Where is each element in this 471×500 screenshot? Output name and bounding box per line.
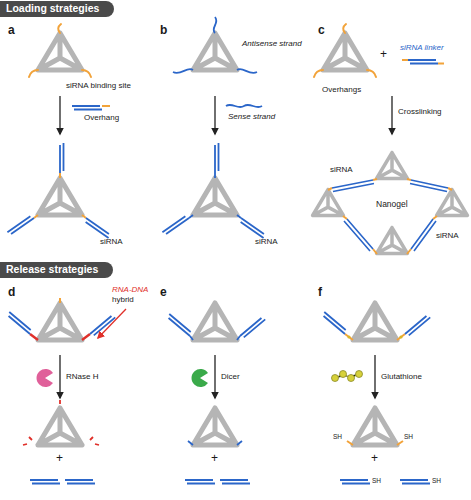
part-label: Overhangs — [322, 86, 361, 95]
part-label: siRNA — [330, 166, 353, 175]
part-label: RNase H — [66, 373, 98, 382]
part-label: Dicer — [221, 373, 240, 382]
group-label: SH — [333, 433, 342, 440]
panel-letter: c — [318, 24, 325, 37]
panel-letter: d — [8, 286, 15, 299]
part-label: Sense strand — [228, 113, 275, 122]
part-label: hybrid — [112, 296, 134, 305]
part-label: siRNA binding site — [66, 82, 131, 91]
plus-sign: + — [371, 452, 378, 465]
part-label: Crosslinking — [398, 108, 442, 117]
part-label: Nanogel — [376, 200, 408, 209]
group-label: SH — [372, 477, 381, 484]
panel-letter: a — [8, 24, 15, 37]
part-label: RNA-DNA — [112, 286, 148, 295]
section-banner: Release strategies — [0, 262, 113, 278]
panel-letter: f — [318, 286, 322, 299]
panel-letter: e — [160, 286, 167, 299]
part-label: siRNA — [436, 232, 459, 241]
banner-title: Release strategies — [6, 264, 98, 275]
part-label: Overhang — [84, 114, 119, 123]
part-label: Antisense strand — [242, 40, 302, 49]
banner-title: Loading strategies — [6, 3, 99, 14]
section-banner: Loading strategies — [0, 1, 114, 17]
panel-letter: b — [160, 24, 167, 37]
plus-sign: + — [56, 452, 63, 465]
part-label: siRNA linker — [400, 44, 444, 53]
group-label: SH — [432, 477, 441, 484]
part-label: siRNA — [100, 238, 123, 247]
part-label: siRNA — [255, 238, 278, 247]
group-label: SH — [404, 433, 413, 440]
plus-sign: + — [380, 48, 387, 61]
part-label: Glutathione — [381, 373, 422, 382]
plus-sign: + — [211, 452, 218, 465]
